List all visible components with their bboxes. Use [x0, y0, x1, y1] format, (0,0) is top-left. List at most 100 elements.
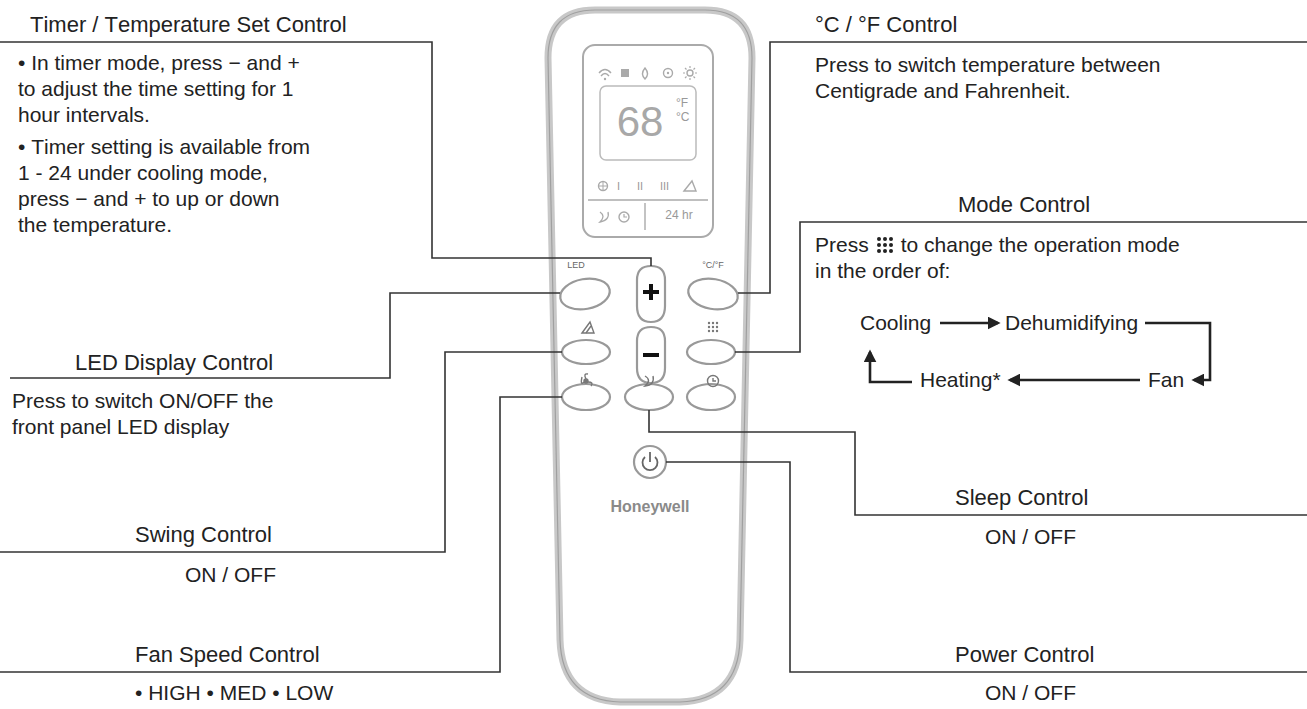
mode-icon: [708, 322, 718, 332]
leader-line: [735, 222, 1307, 352]
callout-text: Press to switch ON/OFF the front panel L…: [12, 388, 302, 440]
leader-line: [0, 42, 651, 266]
callout-heading: °C / °F Control: [815, 12, 957, 38]
cycle-arrow: [1010, 379, 1140, 382]
plus-minus-symbols: [643, 284, 659, 357]
remote-buttons: [558, 275, 612, 313]
remote-buttons: [637, 266, 665, 322]
button-icons: [708, 376, 719, 387]
lcd-display: [599, 70, 611, 77]
callout-heading: Sleep Control: [955, 485, 1088, 511]
callout-heading: Mode Control: [958, 192, 1090, 218]
button-icons: [582, 322, 594, 333]
lcd-display: [664, 69, 673, 78]
remote-buttons: [687, 340, 735, 364]
mode-icon-dot: [877, 237, 881, 241]
mode-icon: [716, 326, 718, 328]
callout-heading: Power Control: [955, 642, 1094, 668]
remote-buttons: [558, 266, 740, 478]
button-icons: [645, 376, 653, 386]
leader-line: [738, 42, 1307, 293]
remote-buttons: [625, 384, 673, 410]
leader-line: [0, 352, 562, 552]
mode-icon-dot: [883, 249, 887, 253]
button-icons: [584, 379, 588, 383]
remote-buttons: [562, 384, 610, 410]
lcd-display: [643, 68, 648, 79]
callout-heading: LED Display Control: [75, 350, 273, 376]
remote-body: [548, 10, 752, 702]
mode-step: Fan: [1148, 367, 1184, 393]
lcd-digits: 68: [602, 101, 678, 143]
lcd-display: [684, 181, 696, 191]
plus-minus-symbols: [649, 284, 653, 300]
mode-icon: [708, 330, 710, 332]
remote-body: [548, 10, 752, 702]
mode-icon: [875, 235, 895, 255]
mode-icon: [708, 326, 710, 328]
mode-step: Dehumidifying: [1005, 310, 1138, 336]
remote-buttons: [634, 446, 666, 478]
power-symbol: [649, 452, 651, 462]
mode-icon-dot: [889, 249, 893, 253]
mode-icon-dot: [883, 237, 887, 241]
lcd-display: [644, 203, 645, 230]
mode-icon-dot: [877, 243, 881, 247]
lcd-display: [683, 66, 697, 80]
button-icons: [581, 322, 718, 387]
button-icons: [586, 326, 591, 333]
brand-name: Honeywell: [595, 497, 705, 517]
mode-icon-dot: [889, 237, 893, 241]
mode-icon-dot: [889, 243, 893, 247]
callout-text: to change the operation mode in the orde…: [815, 233, 1180, 282]
button-icons: [581, 374, 592, 386]
mode-description: Pressto change the operation mode in the…: [815, 232, 1190, 284]
lcd-fan-level: I: [617, 179, 620, 193]
mode-step: Heating*: [920, 367, 1001, 393]
leader-line: [0, 42, 1307, 672]
lcd-display: [588, 199, 708, 200]
lcd-display: [667, 72, 669, 74]
callout-heading: Swing Control: [135, 522, 272, 548]
mode-icon-dot: [883, 243, 887, 247]
callout-heading: Fan Speed Control: [135, 642, 320, 668]
mode-icon: [716, 330, 718, 332]
plus-minus-symbols: [643, 353, 659, 357]
leader-line: [10, 293, 560, 378]
button-icons: [713, 378, 716, 381]
mode-icon: [875, 235, 895, 255]
power-symbol: [643, 452, 658, 470]
remote-buttons: [686, 275, 740, 313]
lcd-fan-level: II: [637, 179, 643, 193]
mode-icon: [712, 330, 714, 332]
lcd-display: [604, 78, 606, 80]
lcd-timer: 24 hr: [654, 208, 704, 222]
remote-body: [548, 10, 752, 702]
lcd-display: [687, 70, 693, 76]
leader-line: [666, 462, 1307, 672]
mode-icon: [712, 326, 714, 328]
remote-buttons: [687, 384, 735, 410]
lcd-display: [599, 182, 607, 190]
callout-text: ON / OFF: [185, 562, 276, 588]
callout-text: Press: [815, 233, 869, 256]
callout-text: • HIGH • MED • LOW: [135, 680, 333, 706]
mode-step: Cooling: [860, 310, 931, 336]
remote-buttons: [637, 327, 665, 383]
button-label: LED: [558, 260, 594, 270]
lcd-display: [600, 212, 608, 222]
mode-icon: [712, 322, 714, 324]
remote-buttons: [562, 340, 610, 364]
lcd-display: [583, 45, 713, 237]
callout-text: Press to switch temperature between Cent…: [815, 52, 1215, 104]
lcd-unit: °C: [676, 111, 689, 124]
mode-icon: [716, 322, 718, 324]
mode-icon: [708, 322, 710, 324]
mode-icon-dot: [877, 249, 881, 253]
lcd-display: [624, 214, 627, 217]
callout-text: ON / OFF: [985, 524, 1076, 550]
cycle-arrow: [940, 322, 998, 325]
lcd-display: [621, 69, 629, 77]
lcd-display: [599, 182, 608, 191]
